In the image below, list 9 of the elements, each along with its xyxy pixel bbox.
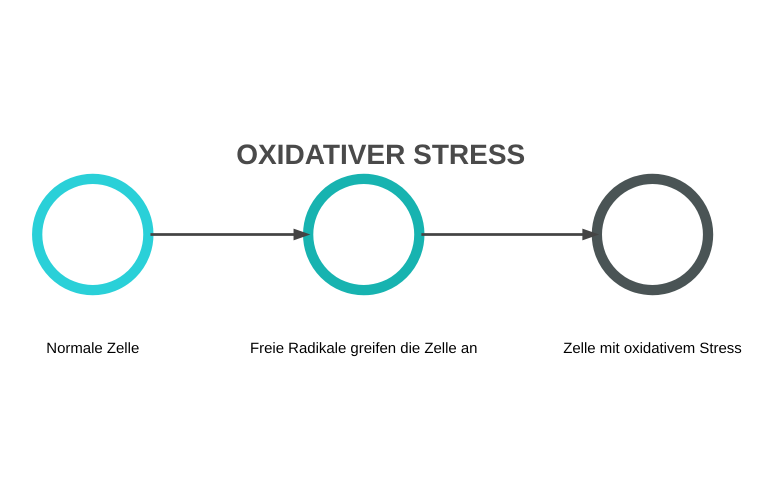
arrow	[150, 228, 310, 240]
node-label: Normale Zelle	[46, 339, 140, 356]
arrow	[421, 228, 600, 240]
diagram-title: OXIDATIVER STRESS	[236, 138, 526, 170]
node-circle	[592, 173, 714, 295]
node-label: Zelle mit oxidativem Stress	[563, 339, 742, 356]
node-circle	[303, 173, 424, 295]
node-label: Freie Radikale greifen die Zelle an	[250, 339, 478, 356]
node-circle	[32, 173, 154, 295]
